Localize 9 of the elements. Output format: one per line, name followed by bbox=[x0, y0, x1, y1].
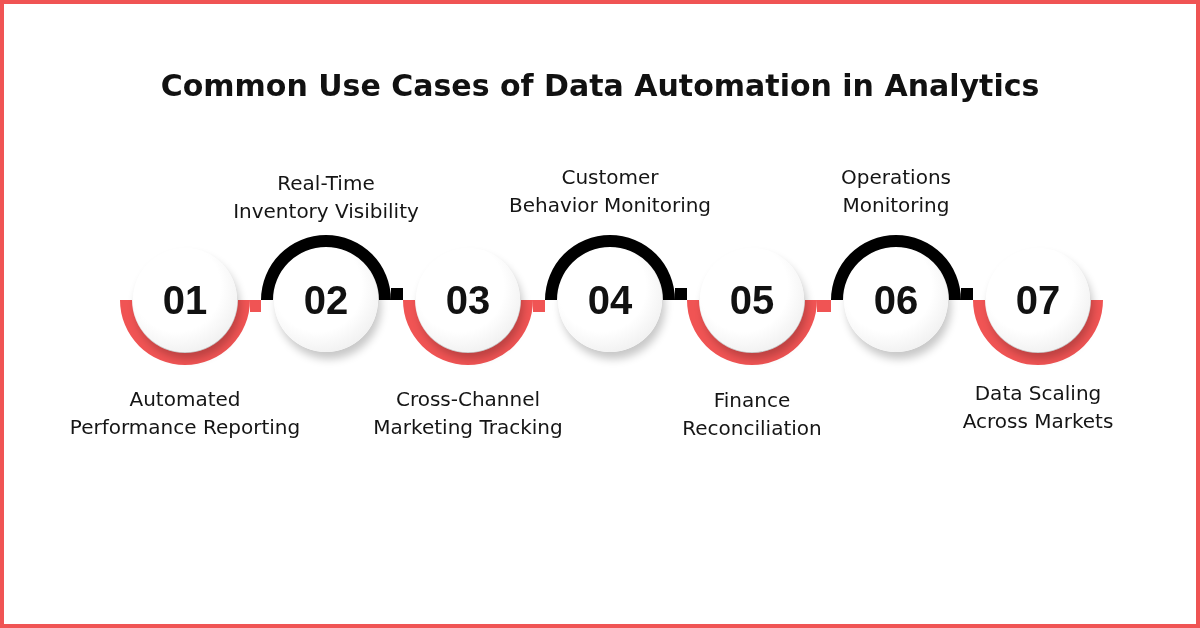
step-label: Finance Reconciliation bbox=[682, 387, 822, 442]
step-label: Cross-Channel Marketing Tracking bbox=[373, 386, 563, 441]
step-label: Data Scaling Across Markets bbox=[962, 380, 1114, 435]
title: Common Use Cases of Data Automation in Analytics bbox=[160, 67, 1040, 105]
step-label: Operations Monitoring bbox=[841, 164, 951, 219]
step-label: Real-Time Inventory Visibility bbox=[233, 170, 419, 225]
step-label: Customer Behavior Monitoring bbox=[508, 164, 712, 219]
step-label: Automated Performance Reporting bbox=[69, 386, 301, 441]
step-number: 07 bbox=[1015, 278, 1061, 322]
